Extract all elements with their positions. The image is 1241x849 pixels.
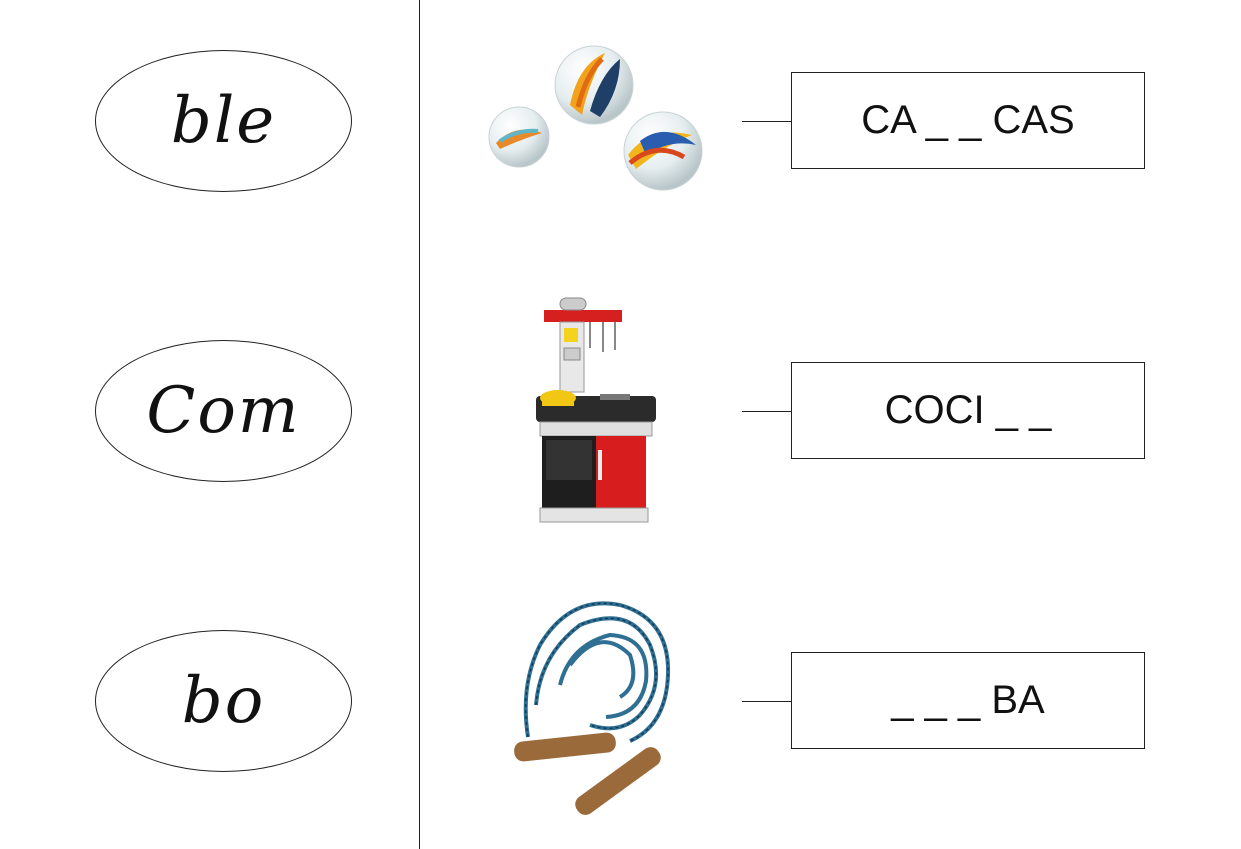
syllable-label: ble <box>170 84 277 158</box>
marbles-icon <box>488 45 703 191</box>
connector-line <box>742 701 791 702</box>
word-box-coci[interactable]: COCI _ _ <box>791 362 1145 459</box>
syllable-oval-bo[interactable]: bo <box>95 630 352 772</box>
word-label: CA _ _ CAS <box>861 98 1075 142</box>
marbles-picture <box>470 15 730 255</box>
word-label: _ _ _ BA <box>891 678 1045 722</box>
syllable-label: Com <box>146 374 301 448</box>
syllable-label: bo <box>181 664 266 738</box>
jump-rope-icon <box>514 601 671 815</box>
toy-kitchen-icon <box>536 297 656 523</box>
word-box-cacas[interactable]: CA _ _ CAS <box>791 72 1145 169</box>
column-divider <box>419 0 420 849</box>
jump-rope-picture <box>470 585 730 825</box>
syllable-oval-com[interactable]: Com <box>95 340 352 482</box>
connector-line <box>742 121 791 122</box>
syllable-oval-ble[interactable]: ble <box>95 50 352 192</box>
word-box-ba[interactable]: _ _ _ BA <box>791 652 1145 749</box>
word-label: COCI _ _ <box>884 388 1052 432</box>
toy-kitchen-picture <box>470 290 730 530</box>
connector-line <box>742 411 791 412</box>
